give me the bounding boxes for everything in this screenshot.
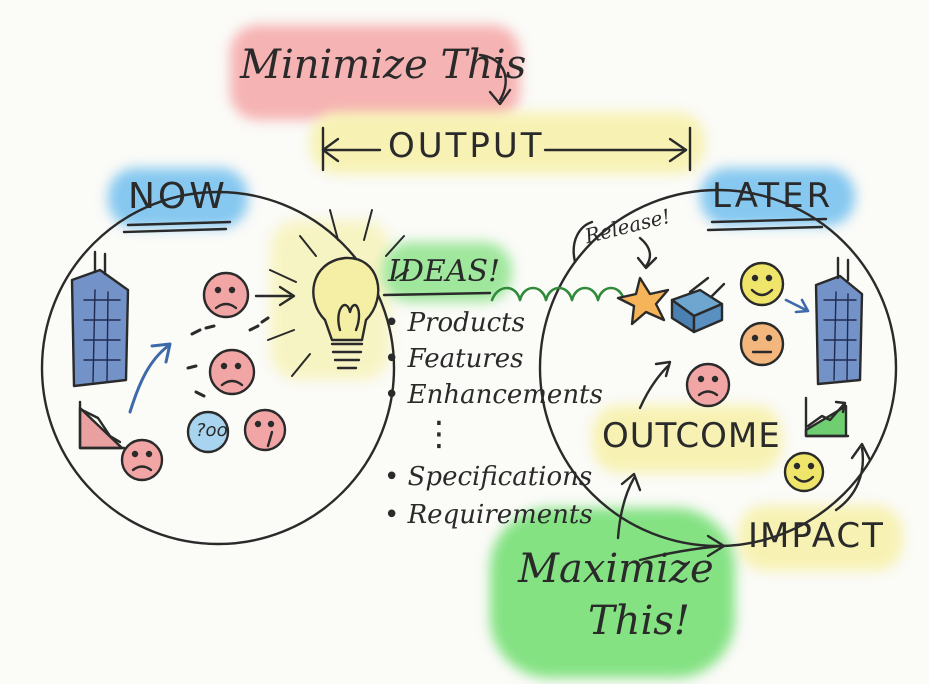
outcome-label: OUTCOME: [602, 416, 781, 456]
idea-item-label: Enhancements: [407, 380, 603, 410]
now-underline: [122, 220, 232, 234]
idea-item-label: Requirements: [407, 500, 593, 530]
face-icon: [685, 362, 731, 408]
face-icon: [739, 261, 785, 307]
minimize-arrow: [478, 53, 507, 102]
face-icon: [243, 408, 287, 452]
dotted-links: [186, 316, 270, 398]
highlight-maximize: [490, 508, 735, 678]
now-up-arrow: [128, 344, 170, 414]
highlight-minimize: [230, 25, 520, 120]
later-small-arrow: [784, 298, 808, 312]
impact-arrow-up: [834, 446, 865, 512]
now-label: NOW: [128, 176, 228, 217]
growth-chart-icon: [804, 396, 850, 438]
face-icon: [202, 271, 250, 319]
face-icon: [739, 321, 785, 367]
building-icon: [70, 250, 130, 388]
star-burst-icon: [616, 276, 670, 326]
minimize-arrow-head: [488, 88, 512, 106]
highlight-later: [700, 168, 855, 226]
maximize-label-line1: Maximize: [518, 546, 714, 592]
maximize-arrow-outcome: [616, 476, 636, 540]
building-icon: [814, 256, 864, 386]
later-label: LATER: [712, 176, 834, 216]
idea-item-features: • Features: [384, 344, 524, 374]
idea-item-products: • Products: [384, 308, 525, 338]
decline-chart-icon: [78, 400, 126, 450]
face-icon: [120, 438, 164, 482]
highlight-output: [310, 112, 705, 174]
idea-item-label: Specifications: [407, 462, 593, 492]
output-arrow: [321, 126, 692, 172]
lightbulb-icon: [267, 209, 409, 377]
ideas-underline: [382, 291, 492, 297]
maximize-arrow-impact: [638, 544, 724, 562]
idea-item-enhancements: • Enhancements: [384, 380, 603, 410]
minimize-label: Minimize This: [240, 42, 527, 88]
highlight-impact: [738, 505, 903, 571]
outcome-arrow: [638, 364, 670, 410]
idea-item-label: Features: [407, 344, 524, 374]
idea-ellipsis: ⋮: [422, 414, 456, 454]
box-icon: [670, 276, 726, 334]
idea-item-label: Products: [407, 308, 525, 338]
thought-label: ?oo: [196, 420, 228, 441]
highlight-outcome: [592, 405, 782, 473]
idea-item-requirements: • Requirements: [384, 500, 593, 530]
impact-label: IMPACT: [748, 516, 885, 556]
ideas-label: IDEAS!: [388, 254, 501, 289]
later-underline: [706, 217, 828, 232]
release-arrow: [638, 236, 652, 268]
idea-item-specifications: • Specifications: [384, 462, 593, 492]
spring-link: [490, 286, 626, 302]
now-circle: [40, 190, 396, 546]
face-icon: [186, 410, 230, 454]
maximize-label-line2: This!: [588, 598, 690, 644]
face-icon: [783, 451, 825, 493]
output-label: OUTPUT: [388, 126, 545, 166]
highlight-now: [108, 168, 248, 228]
release-arc: [572, 220, 594, 264]
face-icon: [208, 348, 256, 396]
